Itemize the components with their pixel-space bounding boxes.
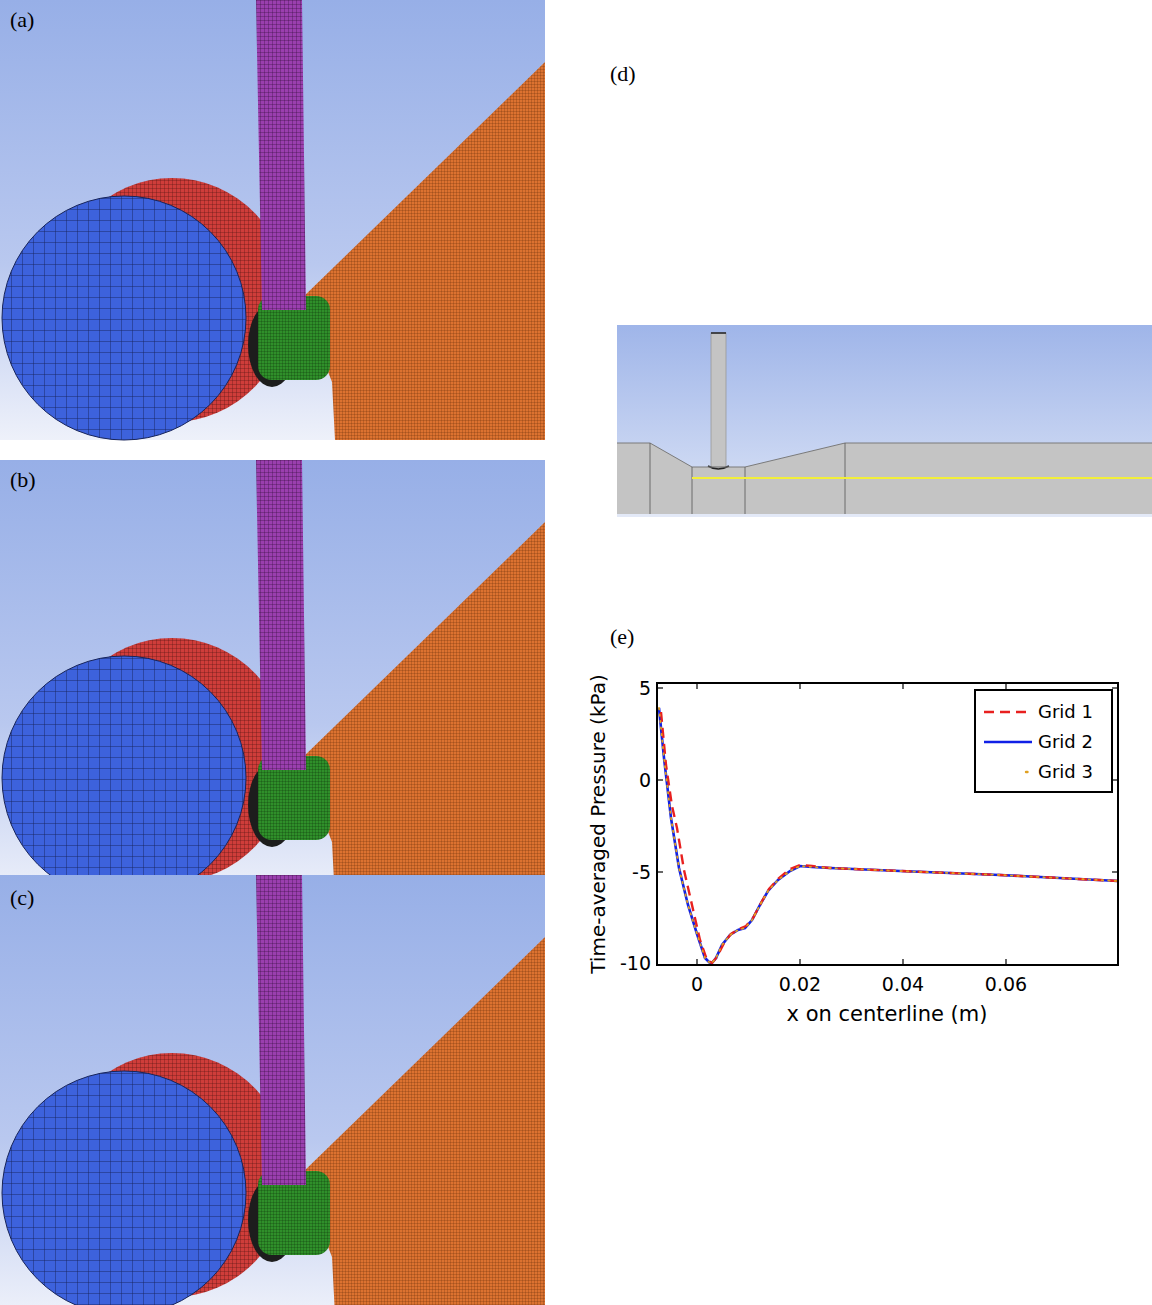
tick-label: -10: [620, 953, 651, 974]
tick-label: 0: [691, 974, 703, 995]
legend-text: Grid 2: [1038, 732, 1093, 752]
tick-label: 0: [639, 770, 651, 791]
tick-label: -5: [632, 862, 651, 883]
legend-sample: [982, 736, 1034, 748]
tick-label: 0.02: [779, 974, 821, 995]
panel-label: (e): [610, 625, 634, 649]
panel-label: (a): [10, 8, 34, 32]
panel-label: (c): [10, 886, 34, 910]
panel-label: (d): [610, 62, 636, 86]
legend-text: Grid 3: [1038, 762, 1093, 782]
legend-sample: [982, 766, 1034, 778]
axis-title: Time-averaged Pressure (kPa): [587, 674, 609, 973]
tick-label: 0.06: [985, 974, 1027, 995]
tick-label: 5: [639, 678, 651, 699]
tick-label: 0.04: [882, 974, 924, 995]
legend-sample: [982, 706, 1034, 718]
panel-label: (b): [10, 468, 36, 492]
axis-title: x on centerline (m): [787, 1003, 988, 1026]
legend-text: Grid 1: [1038, 702, 1093, 722]
